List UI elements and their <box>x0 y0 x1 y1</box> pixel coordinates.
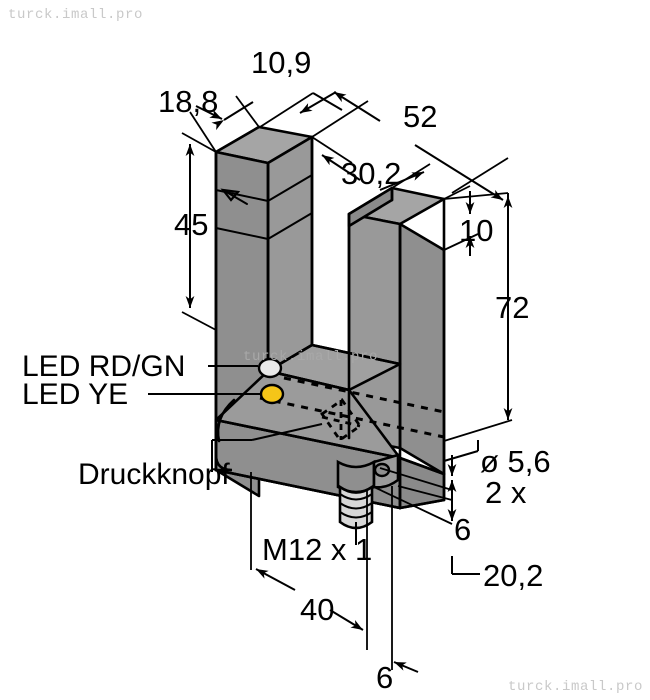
dimension-10-text: 10 <box>459 213 493 248</box>
led-rd-gn-indicator <box>257 357 283 379</box>
left-arm-seam-1-top <box>267 174 313 202</box>
dimension-18-8-text: 18,8 <box>158 84 218 119</box>
dimension-45: 45 <box>174 132 217 331</box>
dimension-72: 72 <box>443 192 529 442</box>
dimension-20-2-text: 20,2 <box>483 558 543 593</box>
dimension-6-right: 6 <box>379 455 471 547</box>
dimension-52-text: 52 <box>403 99 437 134</box>
left-arm-seam-2-top <box>267 212 313 240</box>
outline-base-top-front <box>214 418 402 460</box>
m12-connector-group <box>336 453 400 530</box>
watermark-bottom-right: turck.imall.pro <box>508 679 643 695</box>
callout-led-ye-text: LED YE <box>22 378 128 411</box>
optical-beam-arrow-icon <box>220 188 248 205</box>
dimension-2x-text: 2 x <box>485 475 527 510</box>
thread-ridge-3 <box>339 511 373 519</box>
connector-collar <box>336 459 376 494</box>
hidden-line-base-back-lower <box>259 396 445 439</box>
dimension-dia-5-6-text: ø 5,6 <box>480 444 551 479</box>
left-arm-inner-face <box>266 135 314 373</box>
pushbutton-hidden-outline <box>320 398 362 442</box>
dimension-30-2: 30,2 <box>311 136 431 191</box>
dimension-10: 10 <box>443 185 493 256</box>
base-left-rounded-edge <box>216 398 236 443</box>
callout-led-rd-gn-text: LED RD/GN <box>22 350 185 383</box>
dimension-72-text: 72 <box>495 290 529 325</box>
dimension-6-right-text: 6 <box>454 512 471 547</box>
dimension-6-bottom-text: 6 <box>376 660 393 695</box>
sensor-body-group <box>214 125 446 530</box>
dimension-45-text: 45 <box>174 207 208 242</box>
dimension-52: 52 <box>312 91 509 201</box>
outline-slot-floor-front <box>266 369 351 392</box>
dimension-6-bottom: 6 <box>376 486 419 695</box>
dimension-18-8: 18,8 <box>158 84 260 153</box>
left-arm-seam-2 <box>215 227 269 240</box>
thread-ridge-2 <box>339 502 373 510</box>
watermark-middle: turck.imall.pro <box>243 349 378 365</box>
outline-slot-floor-right <box>310 343 402 366</box>
dimension-40: 40 <box>250 472 368 650</box>
outline-base-bottom-right <box>398 498 446 510</box>
dimension-10-9-text: 10,9 <box>251 45 311 80</box>
label-m12: M12 x 1 <box>262 522 372 567</box>
thread-ridge-1 <box>339 493 373 501</box>
callout-druckknopf: Druckknopf <box>78 423 323 491</box>
dimension-20-2: 20,2 <box>373 486 543 593</box>
callout-druckknopf-text: Druckknopf <box>78 458 230 491</box>
led-ye-indicator <box>259 383 285 405</box>
dimension-dia-5-6: ø 5,6 2 x <box>443 440 551 510</box>
dimension-10-9: 10,9 <box>251 45 369 138</box>
label-m12-text: M12 x 1 <box>262 532 372 567</box>
outline-base-top-right <box>398 456 446 476</box>
dimension-40-text: 40 <box>300 592 334 627</box>
dimension-30-2-text: 30,2 <box>341 156 401 191</box>
callout-led-rd-gn: LED RD/GN <box>22 350 258 383</box>
watermark-top-left: turck.imall.pro <box>8 7 143 23</box>
right-arm-outer-face <box>398 222 446 476</box>
callout-led-ye: LED YE <box>22 378 260 411</box>
